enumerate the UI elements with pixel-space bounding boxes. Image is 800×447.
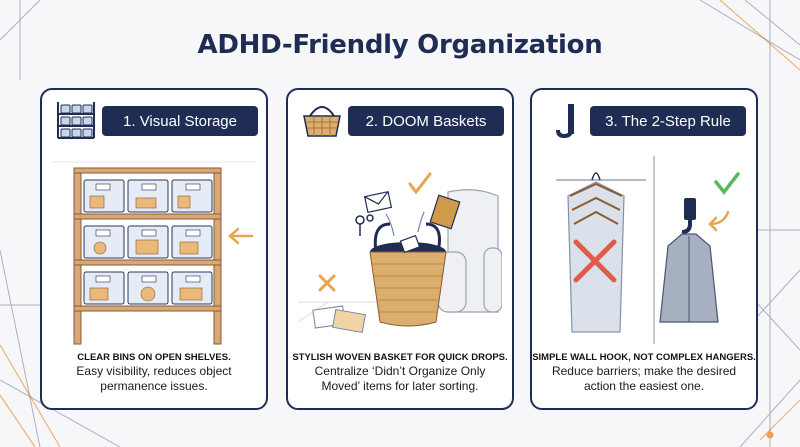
card-two-step-rule: 3. The 2-Step Rule SIMPLE WALL HOO <box>530 88 758 410</box>
shelf-icon <box>57 102 95 139</box>
hook-icon <box>556 104 574 139</box>
card-header: 1. Visual Storage <box>42 90 266 148</box>
card-heading: 1. Visual Storage <box>102 106 258 136</box>
hook-illustration <box>556 156 740 344</box>
page-title: ADHD-Friendly Organization <box>197 30 603 60</box>
basket-illustration <box>298 172 502 334</box>
caption-body: Reduce barriers; make the desired action… <box>551 364 737 393</box>
caption-body: Easy visibility, reduces object permanen… <box>76 364 232 393</box>
shelf-illustration <box>52 161 256 345</box>
card-doom-baskets: 2. DOOM Baskets <box>286 88 514 410</box>
basket-icon <box>303 106 341 137</box>
card-header: 3. The 2-Step Rule <box>532 90 756 148</box>
caption-title: SIMPLE WALL HOOK, NOT COMPLEX HANGERS. <box>532 352 756 363</box>
caption-body: Centralize ‘Didn’t Organize Only Moved’ … <box>314 364 486 393</box>
card-heading: 3. The 2-Step Rule <box>590 106 746 136</box>
caption-title: STYLISH WOVEN BASKET FOR QUICK DROPS. <box>292 352 508 363</box>
card-visual-storage: 1. Visual Storage <box>40 88 268 410</box>
caption-title: CLEAR BINS ON OPEN SHELVES. <box>77 352 231 363</box>
card-heading: 2. DOOM Baskets <box>348 106 504 136</box>
card-header: 2. DOOM Baskets <box>288 90 512 148</box>
